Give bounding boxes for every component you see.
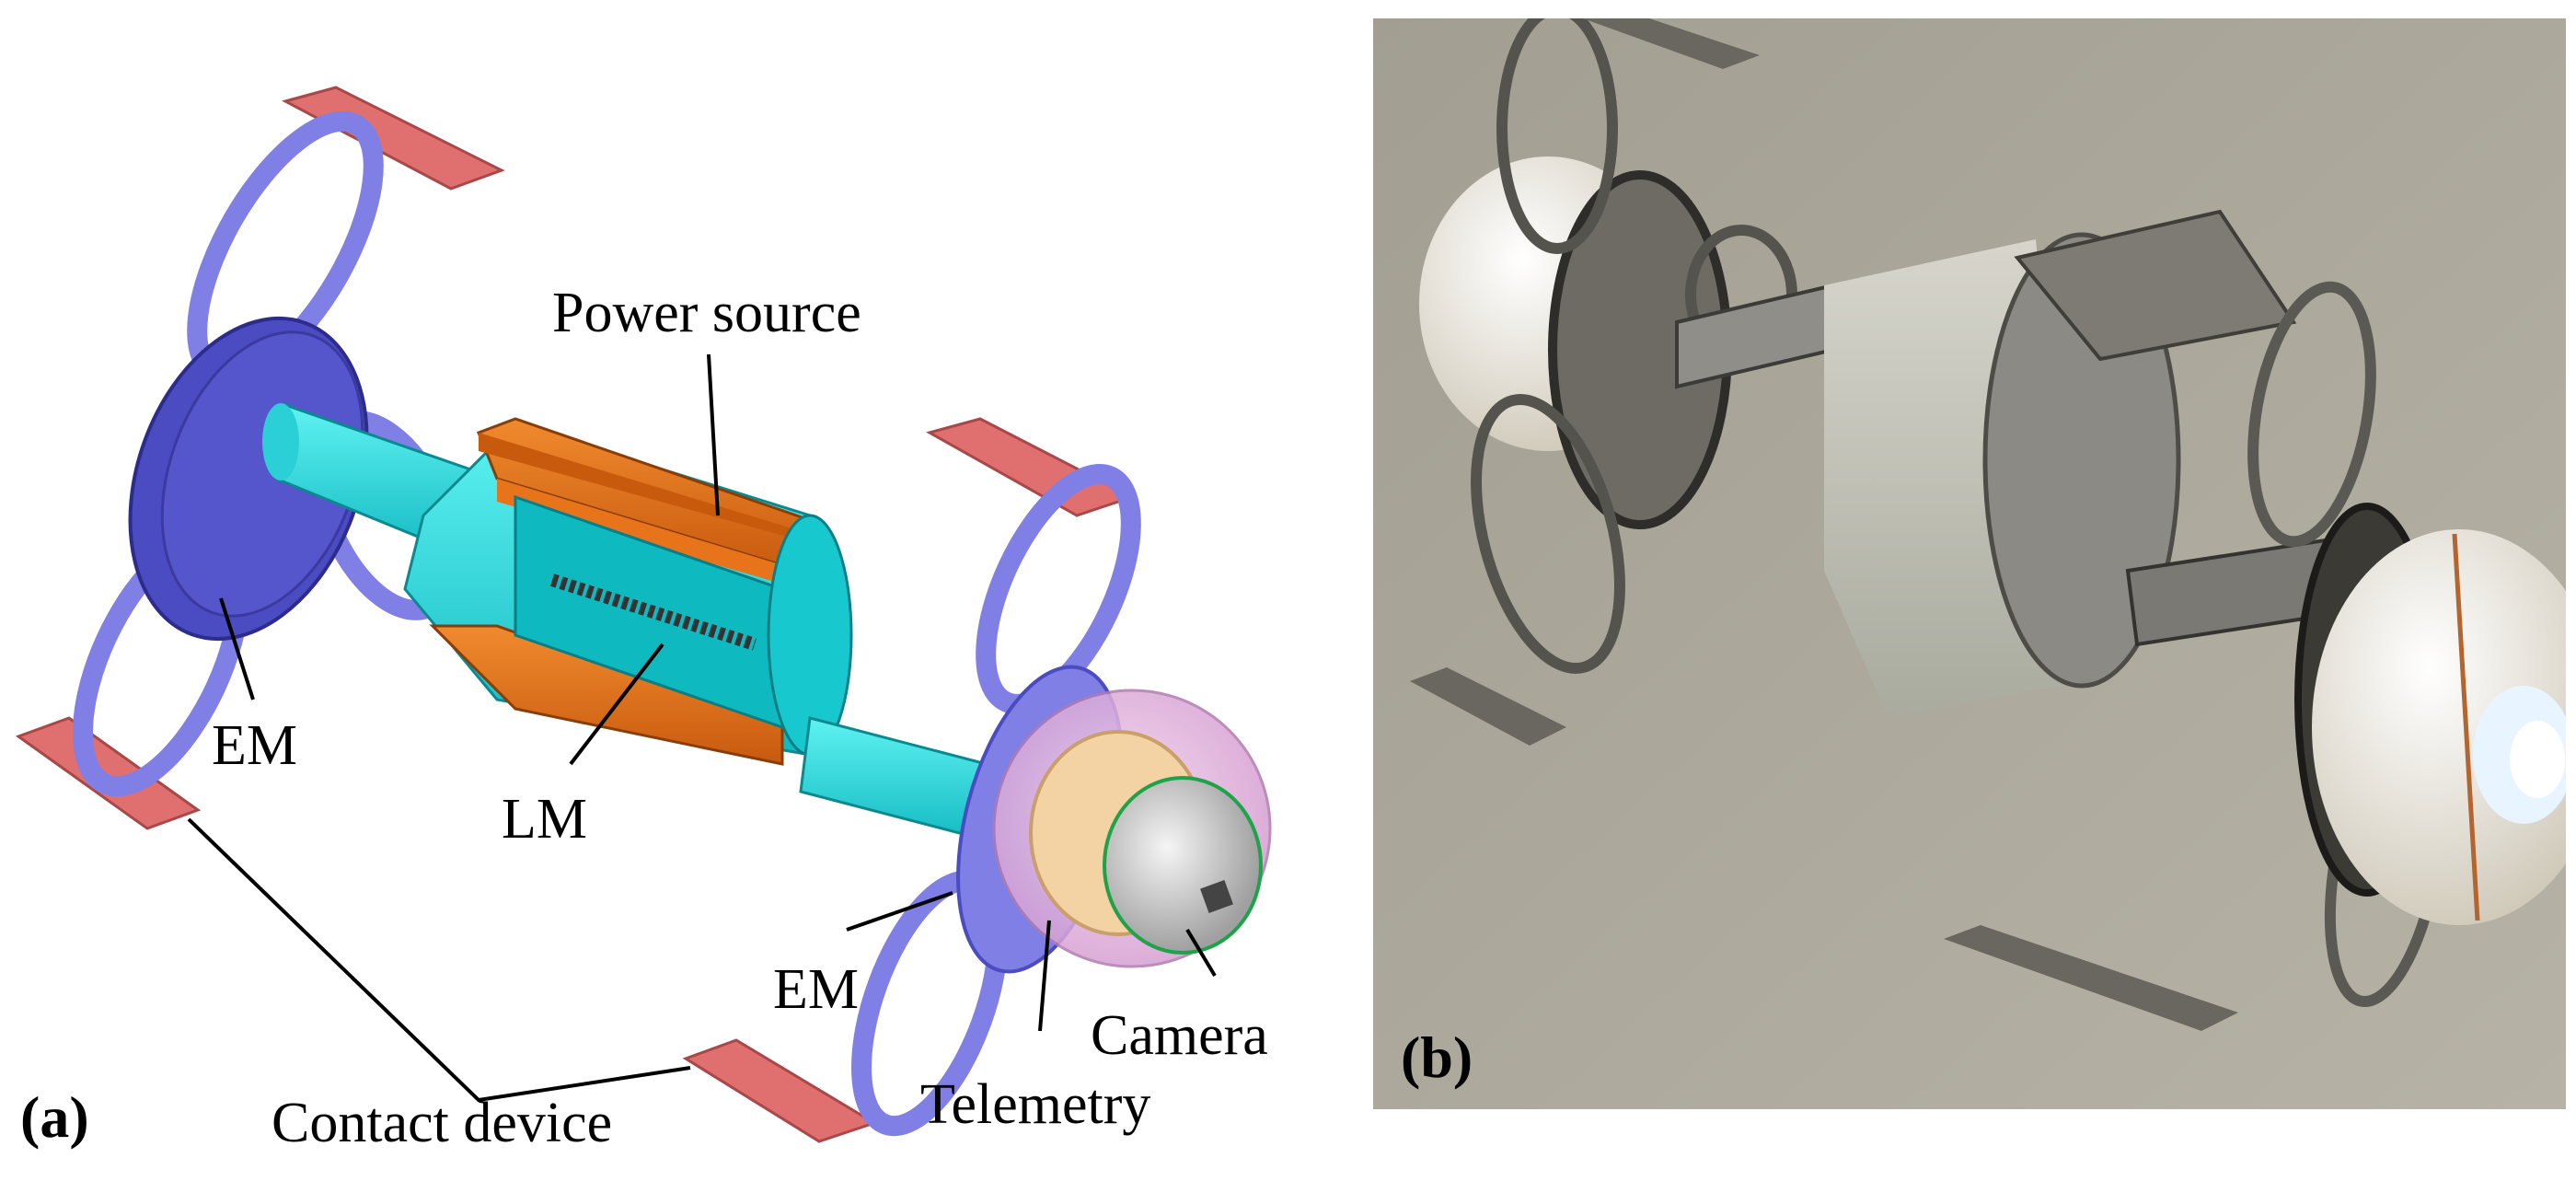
- label-em-right: EM: [773, 958, 859, 1021]
- panel-b-photo: (b): [1373, 0, 2576, 1109]
- label-power-source: Power source: [552, 282, 861, 344]
- label-em-left: EM: [212, 714, 297, 777]
- contact-device-bottom-right: [682, 1038, 878, 1143]
- cad-diagram-svg: Power source EM LM EM Camera Telemetry C…: [15, 86, 1272, 1154]
- label-contact-device: Contact device: [271, 1092, 612, 1154]
- label-telemetry: Telemetry: [920, 1073, 1150, 1136]
- leader-lines: [187, 353, 1217, 1103]
- panel-a-cad-diagram: Power source EM LM EM Camera Telemetry C…: [15, 86, 1272, 1154]
- power-source-cylinder: [403, 417, 853, 766]
- photo-svg: (b): [1373, 0, 2576, 1109]
- photo-ball-right: [2312, 529, 2576, 925]
- camera-lens: [1103, 776, 1263, 955]
- contact-device-bottom-left: [15, 716, 202, 830]
- label-lm: LM: [502, 788, 587, 851]
- label-camera: Camera: [1091, 1004, 1268, 1067]
- panel-letter-b: (b): [1401, 1025, 1473, 1090]
- panel-letter-a: (a): [20, 1084, 89, 1150]
